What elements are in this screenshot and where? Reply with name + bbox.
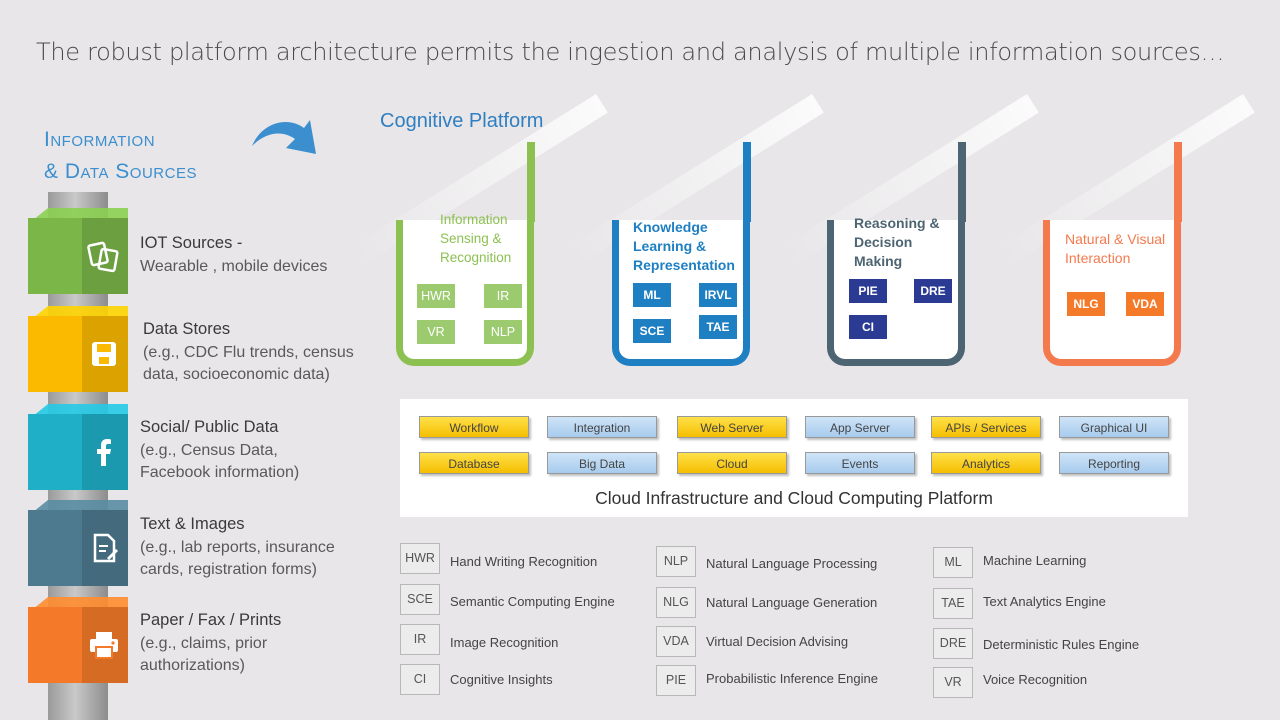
container-rim (743, 142, 751, 222)
legend-abbreviation: CI (400, 664, 440, 695)
legend-description: Text Analytics Engine (983, 594, 1106, 609)
legend-description: Semantic Computing Engine (450, 594, 615, 609)
legend-description: Natural Language Processing (706, 556, 878, 571)
legend-description: Machine Learning (983, 553, 1087, 568)
source-description: Wearable , mobile devices (140, 258, 328, 275)
capability-chip: NLG (1067, 292, 1105, 316)
capability-chip: IR (484, 284, 522, 308)
legend-abbreviation: IR (400, 624, 440, 655)
legend-abbreviation: NLG (656, 587, 696, 618)
source-description: data, socioeconomic data) (143, 366, 330, 383)
legend-description: Hand Writing Recognition (450, 554, 598, 569)
infrastructure-box: Events (805, 452, 915, 474)
capability-chip: NLP (484, 320, 522, 344)
source-cube (28, 500, 128, 586)
capability-chip: PIE (849, 279, 887, 303)
category-label: Representation (633, 257, 735, 273)
legend-description: Virtual Decision Advising (706, 634, 849, 649)
capability-chip: CI (849, 315, 887, 339)
document-edit-icon (86, 530, 122, 566)
infrastructure-caption: Cloud Infrastructure and Cloud Computing… (595, 488, 993, 508)
capability-chip: IRVL (699, 283, 737, 307)
legend-description: Deterministic Rules Engine (983, 637, 1140, 652)
source-cube (28, 306, 128, 392)
category-label: Making (854, 253, 903, 269)
legend-abbreviation: PIE (656, 665, 696, 696)
infrastructure-box: Graphical UI (1059, 416, 1169, 438)
capability-chip: DRE (914, 279, 952, 303)
source-cube (28, 597, 128, 683)
infrastructure-box: Database (419, 452, 529, 474)
legend-abbreviation: DRE (933, 628, 973, 659)
devices-icon (86, 238, 122, 274)
infrastructure-box: APIs / Services (931, 416, 1041, 438)
legend-abbreviation: ML (933, 547, 973, 578)
capability-chip: HWR (417, 284, 455, 308)
source-cube (28, 208, 128, 294)
legend-description: Probabilistic Inference Engine (706, 671, 878, 686)
infrastructure-box: App Server (805, 416, 915, 438)
infrastructure-box: Analytics (931, 452, 1041, 474)
category-label: Knowledge (633, 219, 708, 235)
sources-heading-line2: & Data Sources (44, 160, 197, 183)
category-label: Recognition (440, 250, 512, 265)
infrastructure-panel (400, 399, 1188, 517)
legend-abbreviation: TAE (933, 588, 973, 619)
source-description: (e.g., Census Data, (140, 442, 278, 459)
category-label: Sensing & (440, 231, 502, 246)
source-description: (e.g., CDC Flu trends, census (143, 344, 354, 361)
source-title: Text & Images (140, 515, 245, 533)
legend-description: Voice Recognition (983, 672, 1088, 687)
printer-icon (86, 627, 122, 663)
infrastructure-box: Reporting (1059, 452, 1169, 474)
category-label: Decision (854, 234, 913, 250)
legend-abbreviation: SCE (400, 584, 440, 615)
facebook-icon (86, 434, 122, 470)
source-description: (e.g., lab reports, insurance (140, 539, 335, 556)
category-label: Reasoning & (854, 215, 940, 231)
capability-chip: SCE (633, 319, 671, 343)
legend-abbreviation: HWR (400, 543, 440, 574)
page-title: The robust platform architecture permits… (36, 38, 1225, 66)
infrastructure-box: Cloud (677, 452, 787, 474)
category-label: Information (440, 212, 508, 227)
container-rim (527, 142, 535, 222)
capability-chip: VR (417, 320, 455, 344)
capability-chip: VDA (1126, 292, 1164, 316)
infrastructure-box: Web Server (677, 416, 787, 438)
source-description: cards, registration forms) (140, 561, 317, 578)
source-title: Paper / Fax / Prints (140, 611, 282, 629)
infrastructure-box: Integration (547, 416, 657, 438)
legend-description: Image Recognition (450, 635, 559, 650)
sources-heading-line1: Information (44, 128, 156, 151)
legend-abbreviation: NLP (656, 546, 696, 577)
source-description: Facebook information) (140, 464, 300, 481)
infrastructure-box: Big Data (547, 452, 657, 474)
container-rim (1174, 142, 1182, 222)
category-label: Interaction (1065, 250, 1131, 266)
source-cube (28, 404, 128, 490)
source-description: (e.g., claims, prior (140, 635, 268, 652)
source-title: Data Stores (143, 320, 231, 338)
source-description: authorizations) (140, 657, 245, 674)
category-label: Natural & Visual (1065, 231, 1166, 247)
infrastructure-box: Workflow (419, 416, 529, 438)
cognitive-platform-title: Cognitive Platform (380, 110, 544, 132)
source-title: Social/ Public Data (140, 418, 279, 436)
curved-arrow-icon (252, 120, 316, 154)
legend-description: Natural Language Generation (706, 595, 878, 610)
legend-abbreviation: VDA (656, 626, 696, 657)
source-title: IOT Sources - (140, 234, 243, 252)
legend-description: Cognitive Insights (450, 672, 553, 687)
legend-abbreviation: VR (933, 667, 973, 698)
container-rim (958, 142, 966, 222)
category-label: Learning & (633, 238, 707, 254)
floppy-disk-icon (86, 336, 122, 372)
capability-chip: ML (633, 283, 671, 307)
capability-chip: TAE (699, 315, 737, 339)
